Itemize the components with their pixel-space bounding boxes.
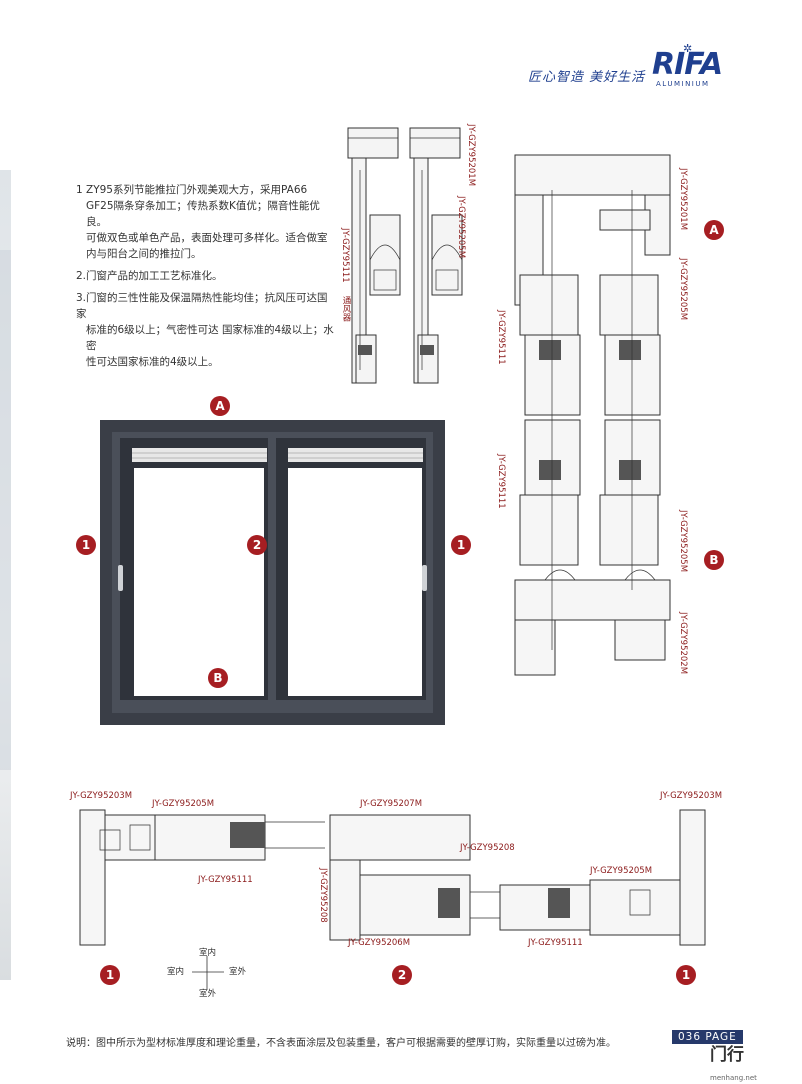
profile-label: JY-GZY95205M [678,258,688,321]
small-vertical-section [347,127,463,384]
product-description: 1 ZY95系列节能推拉门外观美观大方，采用PA66 GF25隔条穿条加工；传热… [76,182,338,370]
desc-line: 标准的6级以上；气密性可达 国家标准的4级以上；水密 [86,324,334,352]
marker-one: 1 [76,535,96,555]
horizontal-section [79,809,706,946]
desc-line: 3.门窗的三性性能及保温隔热性能均佳；抗风压可达国家 [76,292,328,320]
profile-label: JY-GZY95206M [348,938,411,948]
compass-right: 室外 [229,967,247,977]
profile-label: JY-GZY95202M [678,612,688,675]
desc-line: 内与阳台之间的推拉门。 [86,248,202,260]
marker-a: A [704,220,724,240]
marker-one: 1 [100,965,120,985]
marker-b: B [704,550,724,570]
profile-label: JY-GZY95203M [70,791,133,801]
profile-label: JY-GZY95207M [360,799,423,809]
compass-bottom: 室外 [199,989,217,999]
logo-text: RIFA [652,47,723,82]
brand-logo: RIFA ALUMINIUM [652,50,742,94]
profile-label: JY-GZY95111 [528,938,583,948]
profile-label: JY-GZY95205M [590,866,653,876]
logo-subtitle: ALUMINIUM [656,80,710,88]
brand-slogan: 匠心智造 美好生活 [528,70,646,85]
marker-b: B [208,668,228,688]
profile-label: JY-GZY95205M [678,510,688,573]
door-elevation [100,420,445,725]
profile-label: JY-GZY95111 [340,228,350,283]
compass-left: 室内 [167,967,185,977]
watermark-sub: menhang.net [710,1074,757,1082]
marker-one: 1 [451,535,471,555]
profile-label: JY-GZY95201M [678,168,688,231]
profile-label: JY-GZY95111 [198,875,253,885]
desc-line: 2.门窗产品的加工工艺标准化。 [76,270,223,282]
profile-label: JY-GZY95201M [466,124,476,187]
desc-line: GF25隔条穿条加工；传热系数K值优；隔音性能优良。 [86,200,320,228]
left-photo-strip-detail [0,250,11,770]
marker-two: 2 [247,535,267,555]
profile-label: 通风器 [341,296,351,322]
compass-top: 室内 [199,948,217,958]
page-number: 036 PAGE [672,1030,743,1044]
footer-note: 说明：图中所示为型材标准厚度和理论重量，不含表面涂层及包装重量，客户可根据需要的… [66,1038,616,1049]
marker-one: 1 [676,965,696,985]
watermark-text: 门行 [710,1045,744,1065]
profile-label: JY-GZY95205M [456,196,466,259]
watermark: 门行 menhang.net [710,1040,757,1084]
desc-line: 1 ZY95系列节能推拉门外观美观大方，采用PA66 [76,184,308,196]
orientation-cross [192,956,224,990]
marker-a: A [210,396,230,416]
profile-label: JY-GZY95203M [660,791,723,801]
profile-label: JY-GZY95208 [318,868,328,923]
desc-line: 性可达国家标准的4级以上。 [86,356,219,368]
large-vertical-section [514,154,671,676]
desc-line: 可做双色或单色产品，表面处理可多样化。适合做室 [86,232,328,244]
marker-two: 2 [392,965,412,985]
star-icon: ✲ [683,42,693,55]
profile-label: JY-GZY95208 [460,843,515,853]
profile-label: JY-GZY95111 [496,310,506,365]
profile-label: JY-GZY95111 [496,454,506,509]
profile-label: JY-GZY95205M [152,799,215,809]
